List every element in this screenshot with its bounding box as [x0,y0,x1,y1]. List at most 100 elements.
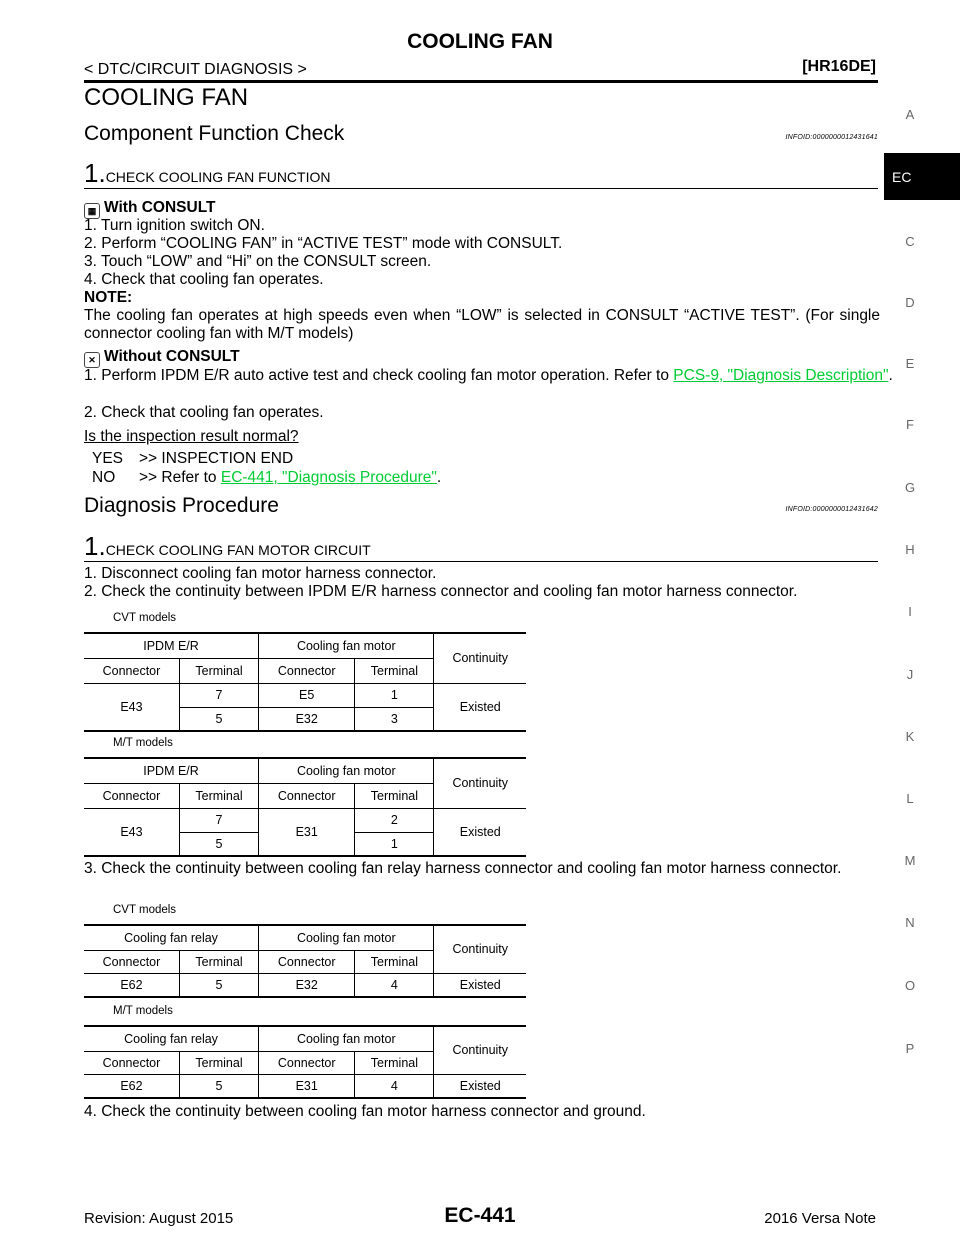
side-index-o[interactable]: O [904,978,916,993]
link-ec-441[interactable]: EC-441, "Diagnosis Procedure" [220,469,437,486]
header-cell: Connector [84,783,180,809]
table-cell: 5 [178,832,259,857]
table-cell: 5 [178,973,259,998]
table-caption: M/T models [113,737,173,749]
step-title: CHECK COOLING FAN MOTOR CIRCUIT [105,542,371,558]
procedure-line: 4. Check the continuity between cooling … [84,1103,646,1120]
subsection-title-cfc: Component Function Check [84,122,345,145]
step-1-dp: 1.CHECK COOLING FAN MOTOR CIRCUIT [84,533,371,559]
header-cell: Cooling fan motor [258,1025,434,1052]
header-cell: Terminal [354,658,434,684]
table-cell: E32 [258,707,355,732]
side-index-h[interactable]: H [905,542,915,557]
procedure-line: 1. Perform IPDM E/R auto active test and… [84,367,893,384]
side-index-l[interactable]: L [906,791,914,806]
side-index-j[interactable]: J [906,667,914,682]
header-cell: Terminal [354,1051,434,1075]
table-cell: 4 [354,1074,434,1099]
continuity-table-relay-cvt: Cooling fan relay Cooling fan motor Cont… [84,924,526,998]
header-cell: Cooling fan motor [258,632,434,659]
header-cell: Connector [258,1051,355,1075]
table-cell: 5 [178,707,259,732]
header-cell: Terminal [178,658,259,684]
side-index-k[interactable]: K [905,729,915,744]
header-cell: Terminal [354,950,434,974]
table-cell: E62 [84,973,180,998]
note-text: The cooling fan operates at high speeds … [84,307,880,342]
step-rule [84,561,878,562]
header-cell: Connector [84,658,180,684]
table-caption: CVT models [113,612,177,624]
header-cell: Terminal [354,783,434,809]
continuity-table-ipdm-mt: IPDM E/R Cooling fan motor Continuity Co… [84,757,526,857]
side-index-c[interactable]: C [905,234,915,249]
side-index-i[interactable]: I [908,604,912,619]
side-index-d[interactable]: D [905,295,915,310]
header-cell: Cooling fan motor [258,757,434,784]
page-header-title: COOLING FAN [407,30,553,53]
side-index-a[interactable]: A [905,107,915,122]
consult-icon: ▦ [84,203,100,219]
header-cell: Continuity [433,924,526,974]
table-cell: E31 [258,1074,355,1099]
continuity-table-relay-mt: Cooling fan relay Cooling fan motor Cont… [84,1025,526,1099]
no-consult-icon: ✕ [84,352,100,368]
table-cell: Existed [433,808,526,857]
header-cell: Terminal [178,950,259,974]
side-index-m[interactable]: M [904,853,916,868]
table-cell: 1 [354,683,434,708]
procedure-line: 3. Touch “LOW” and “Hi” on the CONSULT s… [84,253,432,270]
step-number: 1. [84,158,106,188]
procedure-line: 2. Check the continuity between IPDM E/R… [84,583,798,600]
header-cell: Connector [258,783,355,809]
table-caption: M/T models [113,1005,173,1017]
table-cell: E43 [84,808,180,857]
side-index-e[interactable]: E [905,356,915,371]
with-consult-heading: ▦With CONSULT [84,199,880,219]
table-cell: E5 [258,683,355,708]
table-cell: E31 [258,808,355,857]
side-index-f[interactable]: F [906,417,914,432]
header-cell: IPDM E/R [84,757,259,784]
table-cell: Existed [433,683,526,732]
engine-code: [HR16DE] [802,58,876,75]
side-index-n[interactable]: N [905,915,915,930]
table-cell: 3 [354,707,434,732]
header-cell: Terminal [178,783,259,809]
header-cell: Cooling fan relay [84,1025,259,1052]
header-cell: Connector [84,1051,180,1075]
side-index-ec-active[interactable]: EC [884,153,960,200]
table-cell: Existed [433,973,526,998]
side-index-p[interactable]: P [905,1041,915,1056]
procedure-line: 2. Check that cooling fan operates. [84,404,324,421]
procedure-line: 1. Disconnect cooling fan motor harness … [84,565,437,582]
table-cell: E32 [258,973,355,998]
table-cell: 7 [178,808,259,833]
continuity-table-ipdm-cvt: IPDM E/R Cooling fan motor Continuity Co… [84,632,526,732]
table-caption: CVT models [113,904,177,916]
without-consult-heading: ✕Without CONSULT [84,348,880,368]
table-cell: E43 [84,683,180,732]
section-title: COOLING FAN [84,84,249,111]
header-cell: Cooling fan motor [258,924,434,951]
procedure-line: 1. Turn ignition switch ON. [84,217,265,234]
step-title: CHECK COOLING FAN FUNCTION [105,169,331,185]
yes-branch: YES>> INSPECTION END [92,450,294,467]
header-cell: IPDM E/R [84,632,259,659]
side-index-g[interactable]: G [904,480,916,495]
inspection-question: Is the inspection result normal? [84,428,299,445]
link-pcs-9[interactable]: PCS-9, "Diagnosis Description" [673,367,889,384]
breadcrumb: < DTC/CIRCUIT DIAGNOSIS > [84,61,307,78]
footer-revision: Revision: August 2015 [84,1210,234,1227]
step-1-cfc: 1.CHECK COOLING FAN FUNCTION [84,160,331,186]
no-branch: NO>> Refer to EC-441, "Diagnosis Procedu… [92,469,442,486]
step-number: 1. [84,531,106,561]
table-cell: 7 [178,683,259,708]
procedure-line: 2. Perform “COOLING FAN” in “ACTIVE TEST… [84,235,563,252]
header-rule [84,80,878,83]
table-cell: Existed [433,1074,526,1099]
note-label: NOTE: [84,289,133,306]
header-cell: Connector [258,950,355,974]
table-cell: 5 [178,1074,259,1099]
infoid-dp: INFOID:0000000012431642 [785,506,878,513]
